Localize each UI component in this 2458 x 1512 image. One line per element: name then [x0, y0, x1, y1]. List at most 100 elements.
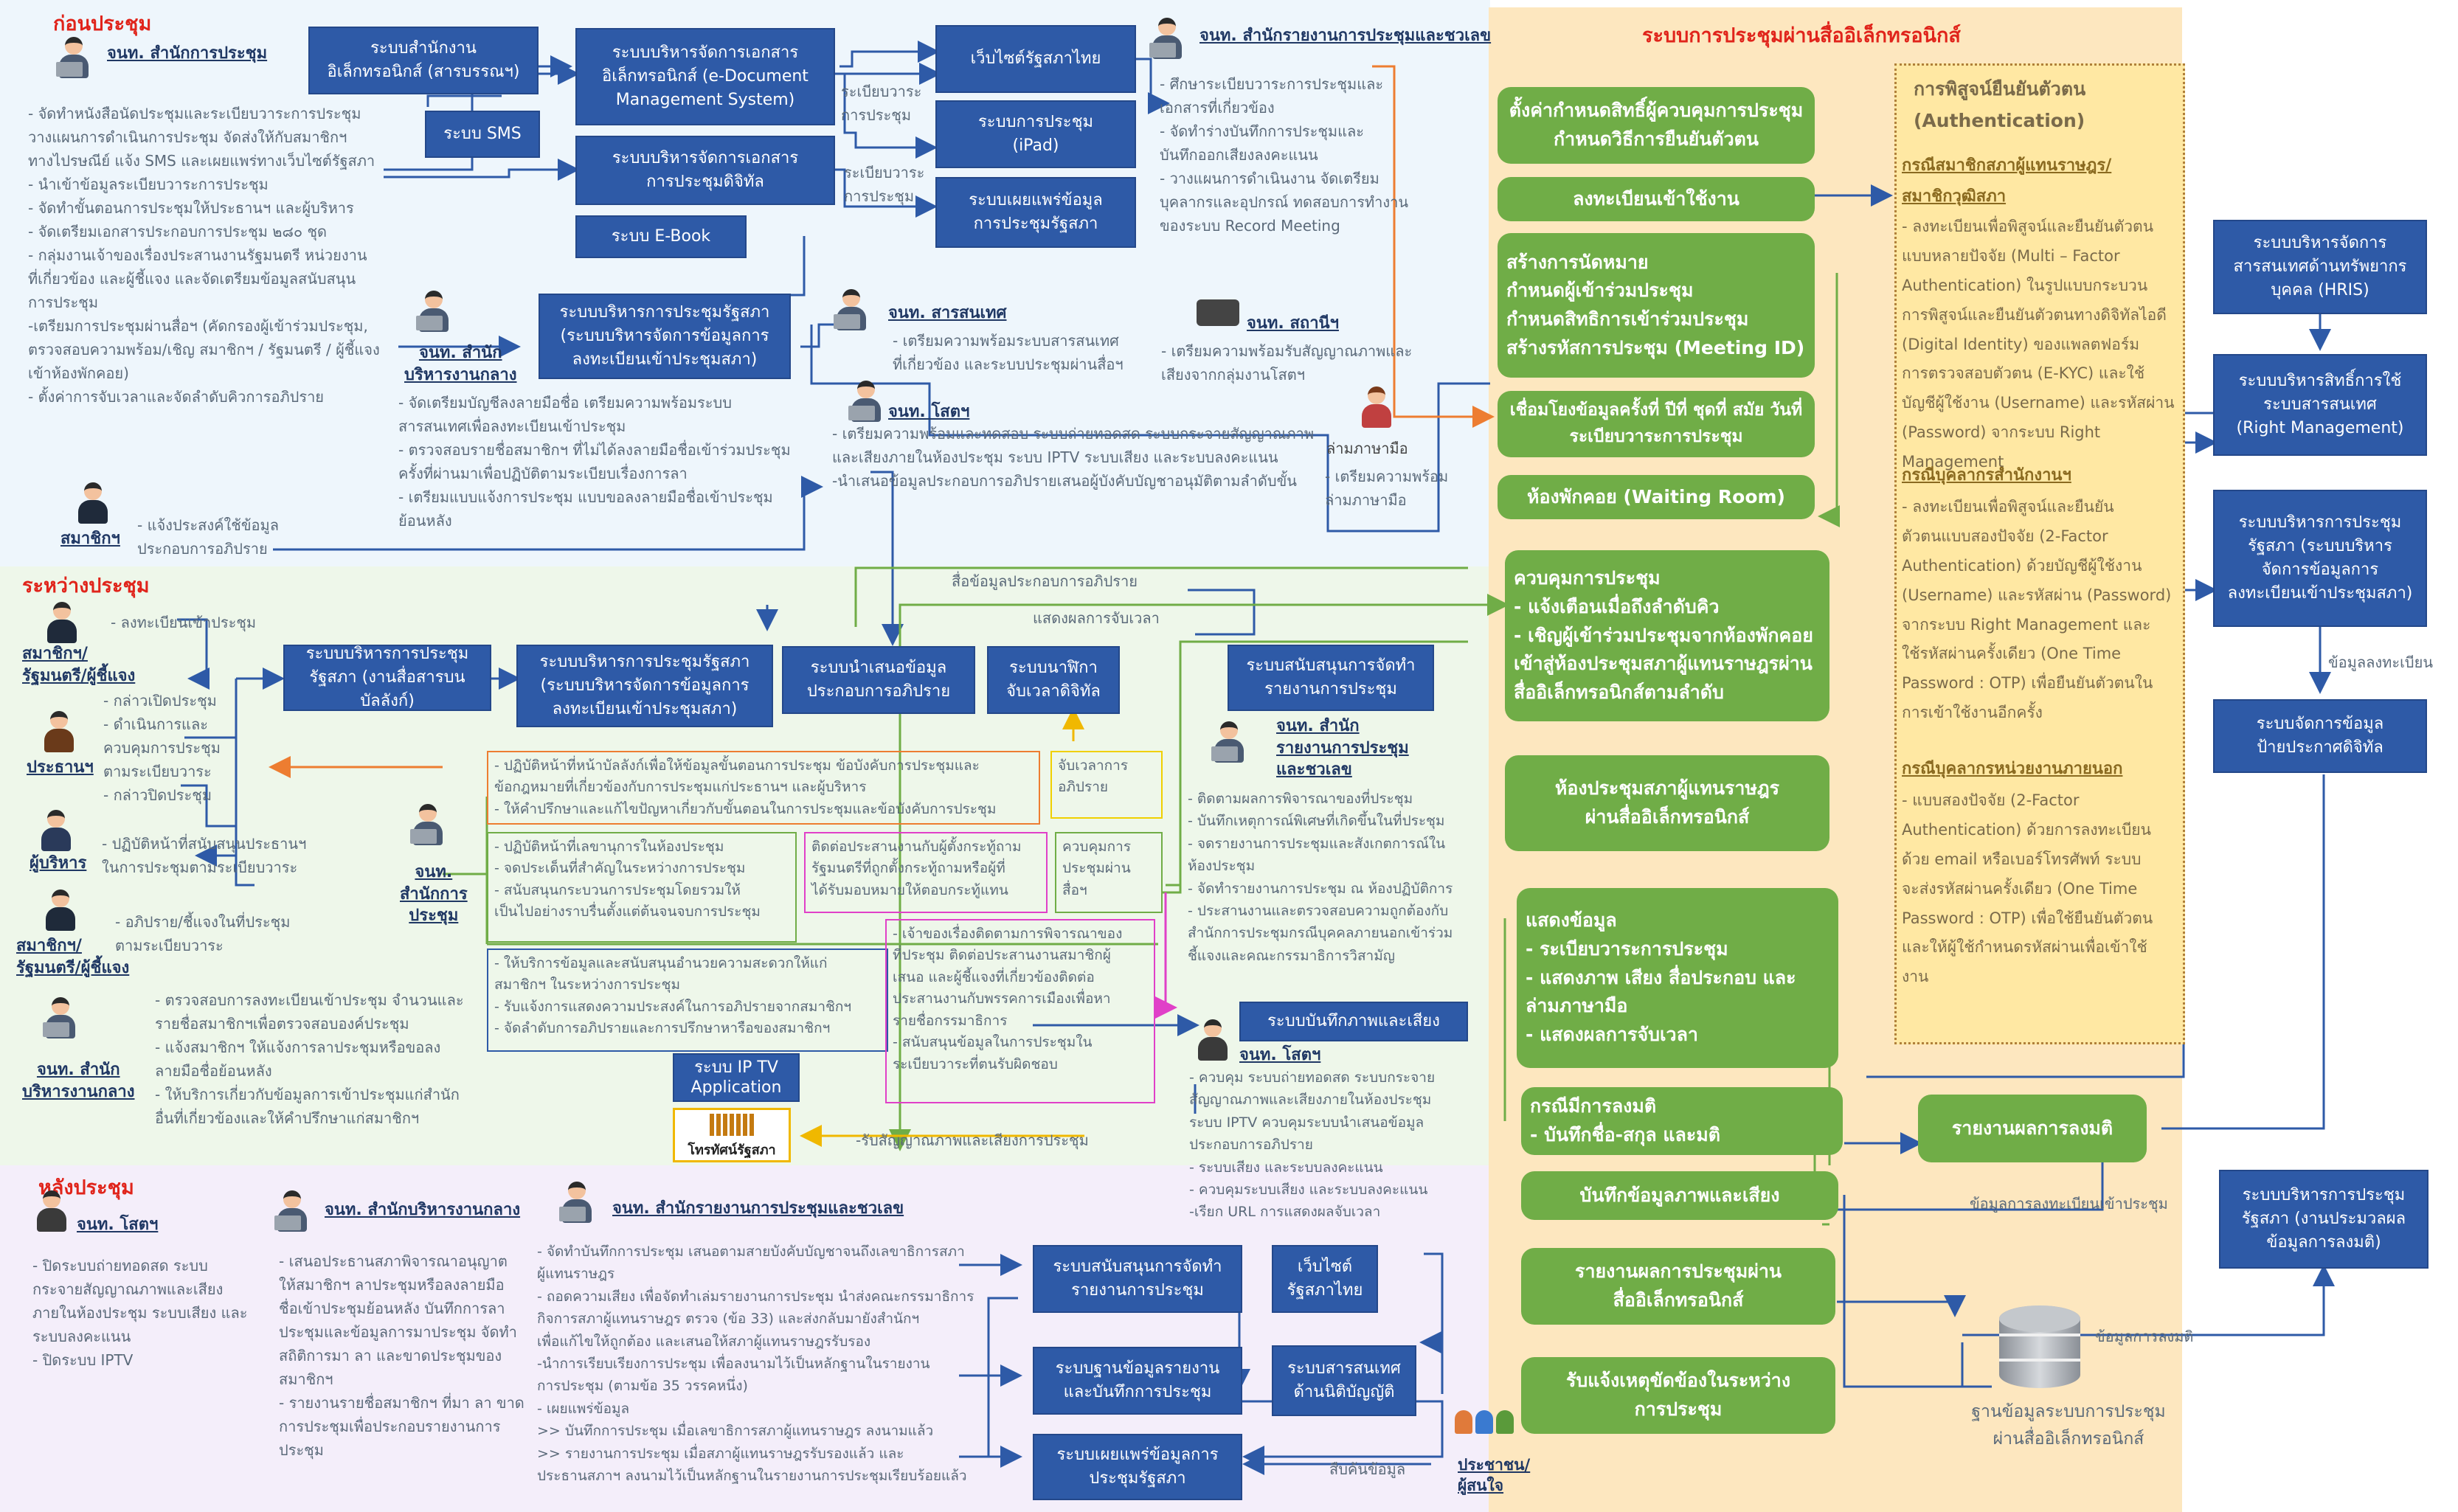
sys-ebook[interactable]: ระบบ E-Book	[575, 215, 747, 258]
sys-g4-link[interactable]: เชื่อมโยงข้อมูลครั้งที่ ปีที่ ชุดที่ สมั…	[1498, 391, 1815, 457]
sys-hris[interactable]: ระบบบริหารจัดการ สารสนเทศด้านทรัพยากร บุ…	[2213, 220, 2427, 314]
after-admin-tasks: - เสนอประธานสภาพิจารณาอนุญาต ให้สมาชิกฯ …	[279, 1252, 525, 1459]
auth-p2: - ลงทะเบียนเพื่อพิสูจน์และยืนยัน ตัวตนแบ…	[1902, 498, 2172, 722]
during-report-tasks: - ติดตามผลการพิจารณาของที่ประชุม - บันทึ…	[1188, 791, 1453, 964]
secretariat-person-icon	[56, 37, 91, 78]
sys-edoc[interactable]: ระบบบริหารจัดการเอกสาร อิเล็กทรอนิกส์ (e…	[575, 28, 835, 125]
sys-vote-processing[interactable]: ระบบบริหารการประชุม รัฐสภา (งานประมวลผล …	[2219, 1170, 2428, 1269]
before-role-secretariat: จนท. สำนักการประชุม	[107, 44, 268, 63]
sys-g8-display[interactable]: แสดงข้อมูล - ระเบียบวาระการประชุม - แสดง…	[1517, 888, 1838, 1068]
after-role-public: ประชาชน/ ผู้สนใจ	[1458, 1456, 1531, 1495]
during-president-tasks: - กล่าวเปิดประชุม - ดำเนินการและ ควบคุมก…	[103, 692, 221, 804]
box-yellow: จับเวลาการ อภิปราย	[1050, 751, 1163, 819]
sys-sms[interactable]: ระบบ SMS	[425, 111, 540, 158]
sys-publish-before[interactable]: ระบบเผยแพร่ข้อมูล การประชุมรัฐสภา	[935, 177, 1136, 248]
sys-g1-settings[interactable]: ตั้งค่ากำหนดสิทธิ์ผู้ควบคุมการประชุม กำห…	[1498, 87, 1815, 164]
after-role-admin: จนท. สำนักบริหารงานกลาง	[325, 1201, 521, 1219]
zone-system-title: ระบบการประชุมผ่านสื่ออิเล็กทรอนิกส์	[1642, 24, 1961, 47]
tv-logo-text: โทรทัศน์รัฐสภา	[688, 1142, 776, 1158]
sys-g9-vote[interactable]: กรณีมีการลงมติ - บันทึกชื่อ-สกุล และมติ	[1521, 1087, 1843, 1155]
during-role-members: สมาชิกฯ/ รัฐมนตรี/ผู้ชี้แจง	[22, 645, 136, 685]
sys-recorder[interactable]: ระบบบันทึกภาพและเสียง	[1239, 1002, 1468, 1041]
edge-search: สืบค้นข้อมูล	[1329, 1460, 1406, 1478]
sys-record-book[interactable]: ระบบบริหารการประชุม รัฐสภา (งานสื่อสารบน…	[283, 645, 491, 711]
sys-parliament-meeting-before[interactable]: ระบบบริหารการประชุมรัฐสภา (ระบบบริหารจัด…	[539, 294, 791, 379]
during-members2-icon	[43, 889, 78, 931]
sys-law-info[interactable]: ระบบสารสนเทศ ด้านนิติบัญญัติ	[1272, 1345, 1416, 1416]
sys-g2-register[interactable]: ลงทะเบียนเข้าใช้งาน	[1498, 177, 1815, 221]
sys-support-report-after[interactable]: ระบบสนับสนุนการจัดทำ รายงานการประชุม	[1033, 1245, 1242, 1313]
sys-website-before[interactable]: เว็บไซต์รัฐสภาไทย	[935, 25, 1136, 93]
db-label: ฐานข้อมูลระบบการประชุม ผ่านสื่ออิเล็กทรอ…	[1971, 1402, 2166, 1449]
during-members-tasks1: - ลงทะเบียนเข้าประชุม	[111, 614, 257, 631]
sys-meeting-registration[interactable]: ระบบบริหารการประชุม รัฐสภา (ระบบบริหาร จ…	[2213, 490, 2427, 627]
during-sec-icon	[410, 804, 446, 845]
sys-support-report-during[interactable]: ระบบสนับสนุนการจัดทำ รายงานการประชุม	[1228, 645, 1434, 711]
auth-h1: กรณีสมาชิกสภาผู้แทนราษฎร/ สมาชิกวุฒิสภา	[1902, 156, 2112, 206]
sys-digital-doc[interactable]: ระบบบริหารจัดการเอกสาร การประชุมดิจิทัล	[575, 136, 835, 205]
sys-g5-waiting[interactable]: ห้องพักคอย (Waiting Room)	[1498, 475, 1815, 519]
sys-g7-room[interactable]: ห้องประชุมสภาผู้แทนราษฎร ผ่านสื่ออิเล็กท…	[1505, 755, 1829, 851]
sys-clock[interactable]: ระบบนาฬิกา จับเวลาดิจิทัล	[987, 646, 1120, 714]
edge-reg-data2: ข้อมูลลงทะเบียน	[2328, 653, 2433, 671]
before-role-admin: จนท. สำนัก บริหารงานกลาง	[404, 344, 517, 384]
sys-present[interactable]: ระบบนำเสนอข้อมูล ประกอบการอภิปราย	[782, 646, 975, 714]
box-blue: - ให้บริการข้อมูลและสนับสนุนอำนวยความสะด…	[487, 949, 888, 1052]
box-control: ควบคุมการ ประชุมผ่าน สื่อฯ	[1055, 832, 1163, 913]
before-role-report: จนท. สำนักรายงานการประชุมและชวเลข	[1199, 27, 1492, 45]
after-report-tasks: - จัดทำบันทึกการประชุม เสนอตามสายบังคับบ…	[537, 1244, 974, 1484]
sys-digital-sign[interactable]: ระบบจัดการข้อมูล ป้ายประกาศดิจิทัล	[2213, 699, 2427, 773]
report-person-icon	[1149, 18, 1185, 59]
auth-h2: กรณีบุคลากรสำนักงานฯ	[1902, 466, 2071, 485]
member-person-icon	[75, 482, 111, 524]
sys-g10-recording[interactable]: บันทึกข้อมูลภาพและเสียง	[1521, 1171, 1838, 1220]
during-role-president: ประธานฯ	[27, 758, 94, 777]
zone-before-title: ก่อนประชุม	[53, 13, 152, 35]
before-role-av: จนท. โสตฯ	[888, 403, 970, 421]
sys-report-db[interactable]: ระบบฐานข้อมูลรายงาน และบันทึกการประชุม	[1033, 1347, 1242, 1415]
during-report-icon	[1211, 721, 1247, 763]
before-member-tasks: - แจ้งประสงค์ใช้ข้อมูล ประกอบการอภิปราย	[137, 516, 279, 558]
sys-publish-after[interactable]: ระบบเผยแพร่ข้อมูลการ ประชุมรัฐสภา	[1033, 1434, 1242, 1500]
public-people-icon	[1455, 1410, 1517, 1437]
before-role-it: จนท. สารสนเทศ	[888, 304, 1007, 322]
during-av-icon	[1195, 1019, 1230, 1061]
database-icon	[1999, 1305, 2080, 1388]
during-executive-tasks: - ปฏิบัติหน้าที่สนับสนุนประธานฯ ในการประ…	[102, 835, 307, 876]
sys-vote-report[interactable]: รายงานผลการลงมติ	[1918, 1095, 2147, 1162]
box-orange: - ปฏิบัติหน้าที่หน้าบัลลังก์เพื่อให้ข้อม…	[487, 751, 1040, 825]
sys-parliament-meeting-during[interactable]: ระบบบริหารการประชุมรัฐสภา (ระบบบริหารจัด…	[516, 645, 773, 727]
during-admin-icon	[43, 997, 78, 1038]
sys-website-after[interactable]: เว็บไซต์ รัฐสภาไทย	[1272, 1245, 1378, 1313]
admin-person-icon	[416, 291, 451, 332]
before-av-tasks: - เตรียมความพร้อมและทดสอบ ระบบถ่ายทอดสด …	[832, 425, 1314, 490]
sys-g11-report[interactable]: รายงานผลการประชุมผ่าน สื่ออิเล็กทรอนิกส์	[1521, 1248, 1835, 1325]
edge-discussion-data: สื่อข้อมูลประกอบการอภิปราย	[952, 572, 1138, 590]
during-role-members2: สมาชิกฯ/ รัฐมนตรี/ผู้ชี้แจง	[16, 937, 130, 977]
before-it-tasks: - เตรียมความพร้อมระบบสารสนเทศ ที่เกี่ยวข…	[893, 332, 1124, 373]
sys-ipad[interactable]: ระบบการประชุม (iPad)	[935, 100, 1136, 168]
sys-iptv[interactable]: ระบบ IP TV Application	[673, 1053, 800, 1102]
during-role-sec: จนท. สำนักการ ประชุม	[400, 863, 468, 926]
tv-logo-mark	[710, 1114, 754, 1136]
after-admin-icon	[274, 1190, 310, 1232]
during-role-admin: จนท. สำนัก บริหารงานกลาง	[22, 1061, 135, 1101]
before-interpreter-tasks: - เตรียมความพร้อม ล่ามภาษามือ	[1325, 468, 1449, 509]
executive-icon	[38, 810, 74, 851]
edge-signal: -รับสัญญาณภาพและเสียงการประชุม	[856, 1131, 1089, 1149]
sys-g3-appointment[interactable]: สร้างการนัดหมาย กำหนดผู้เข้าร่วมประชุม ก…	[1498, 233, 1815, 378]
after-av-tasks: - ปิดระบบถ่ายทอดสด ระบบ กระจายสัญญาณภาพแ…	[32, 1257, 248, 1369]
box-green: - ปฏิบัติหน้าที่เลขานุการในห้องประชุม - …	[487, 832, 797, 943]
av-person-icon	[848, 381, 884, 422]
sys-g6-control[interactable]: ควบคุมการประชุม - แจ้งเตือนเมื่อถึงลำดับ…	[1505, 550, 1829, 721]
auth-title: การพิสูจน์ยืนยันตัวตน (Authentication)	[1914, 78, 2086, 131]
before-secretariat-tasks: - จัดทำหนังสือนัดประชุมและระเบียบวาระการ…	[28, 105, 380, 406]
sys-right-management[interactable]: ระบบบริหารสิทธิ์การใช้ ระบบสารสนเทศ (Rig…	[2213, 354, 2427, 456]
before-report-tasks: - ศึกษาระเบียบวาระการประชุมและ เอกสารที่…	[1160, 75, 1409, 235]
during-role-executive: ผู้บริหาร	[30, 854, 87, 873]
sys-saraban[interactable]: ระบบสำนักงาน อิเล็กทรอนิกส์ (สารบรรณฯ)	[308, 27, 539, 94]
auth-h3: กรณีบุคลากรหน่วยงานภายนอก	[1902, 760, 2123, 778]
zone-during-title: ระหว่างประชุม	[22, 575, 150, 597]
before-role-interpreter: ล่ามภาษามือ	[1326, 440, 1408, 457]
sys-g12-incident[interactable]: รับแจ้งเหตุขัดข้องในระหว่าง การประชุม	[1521, 1357, 1835, 1434]
